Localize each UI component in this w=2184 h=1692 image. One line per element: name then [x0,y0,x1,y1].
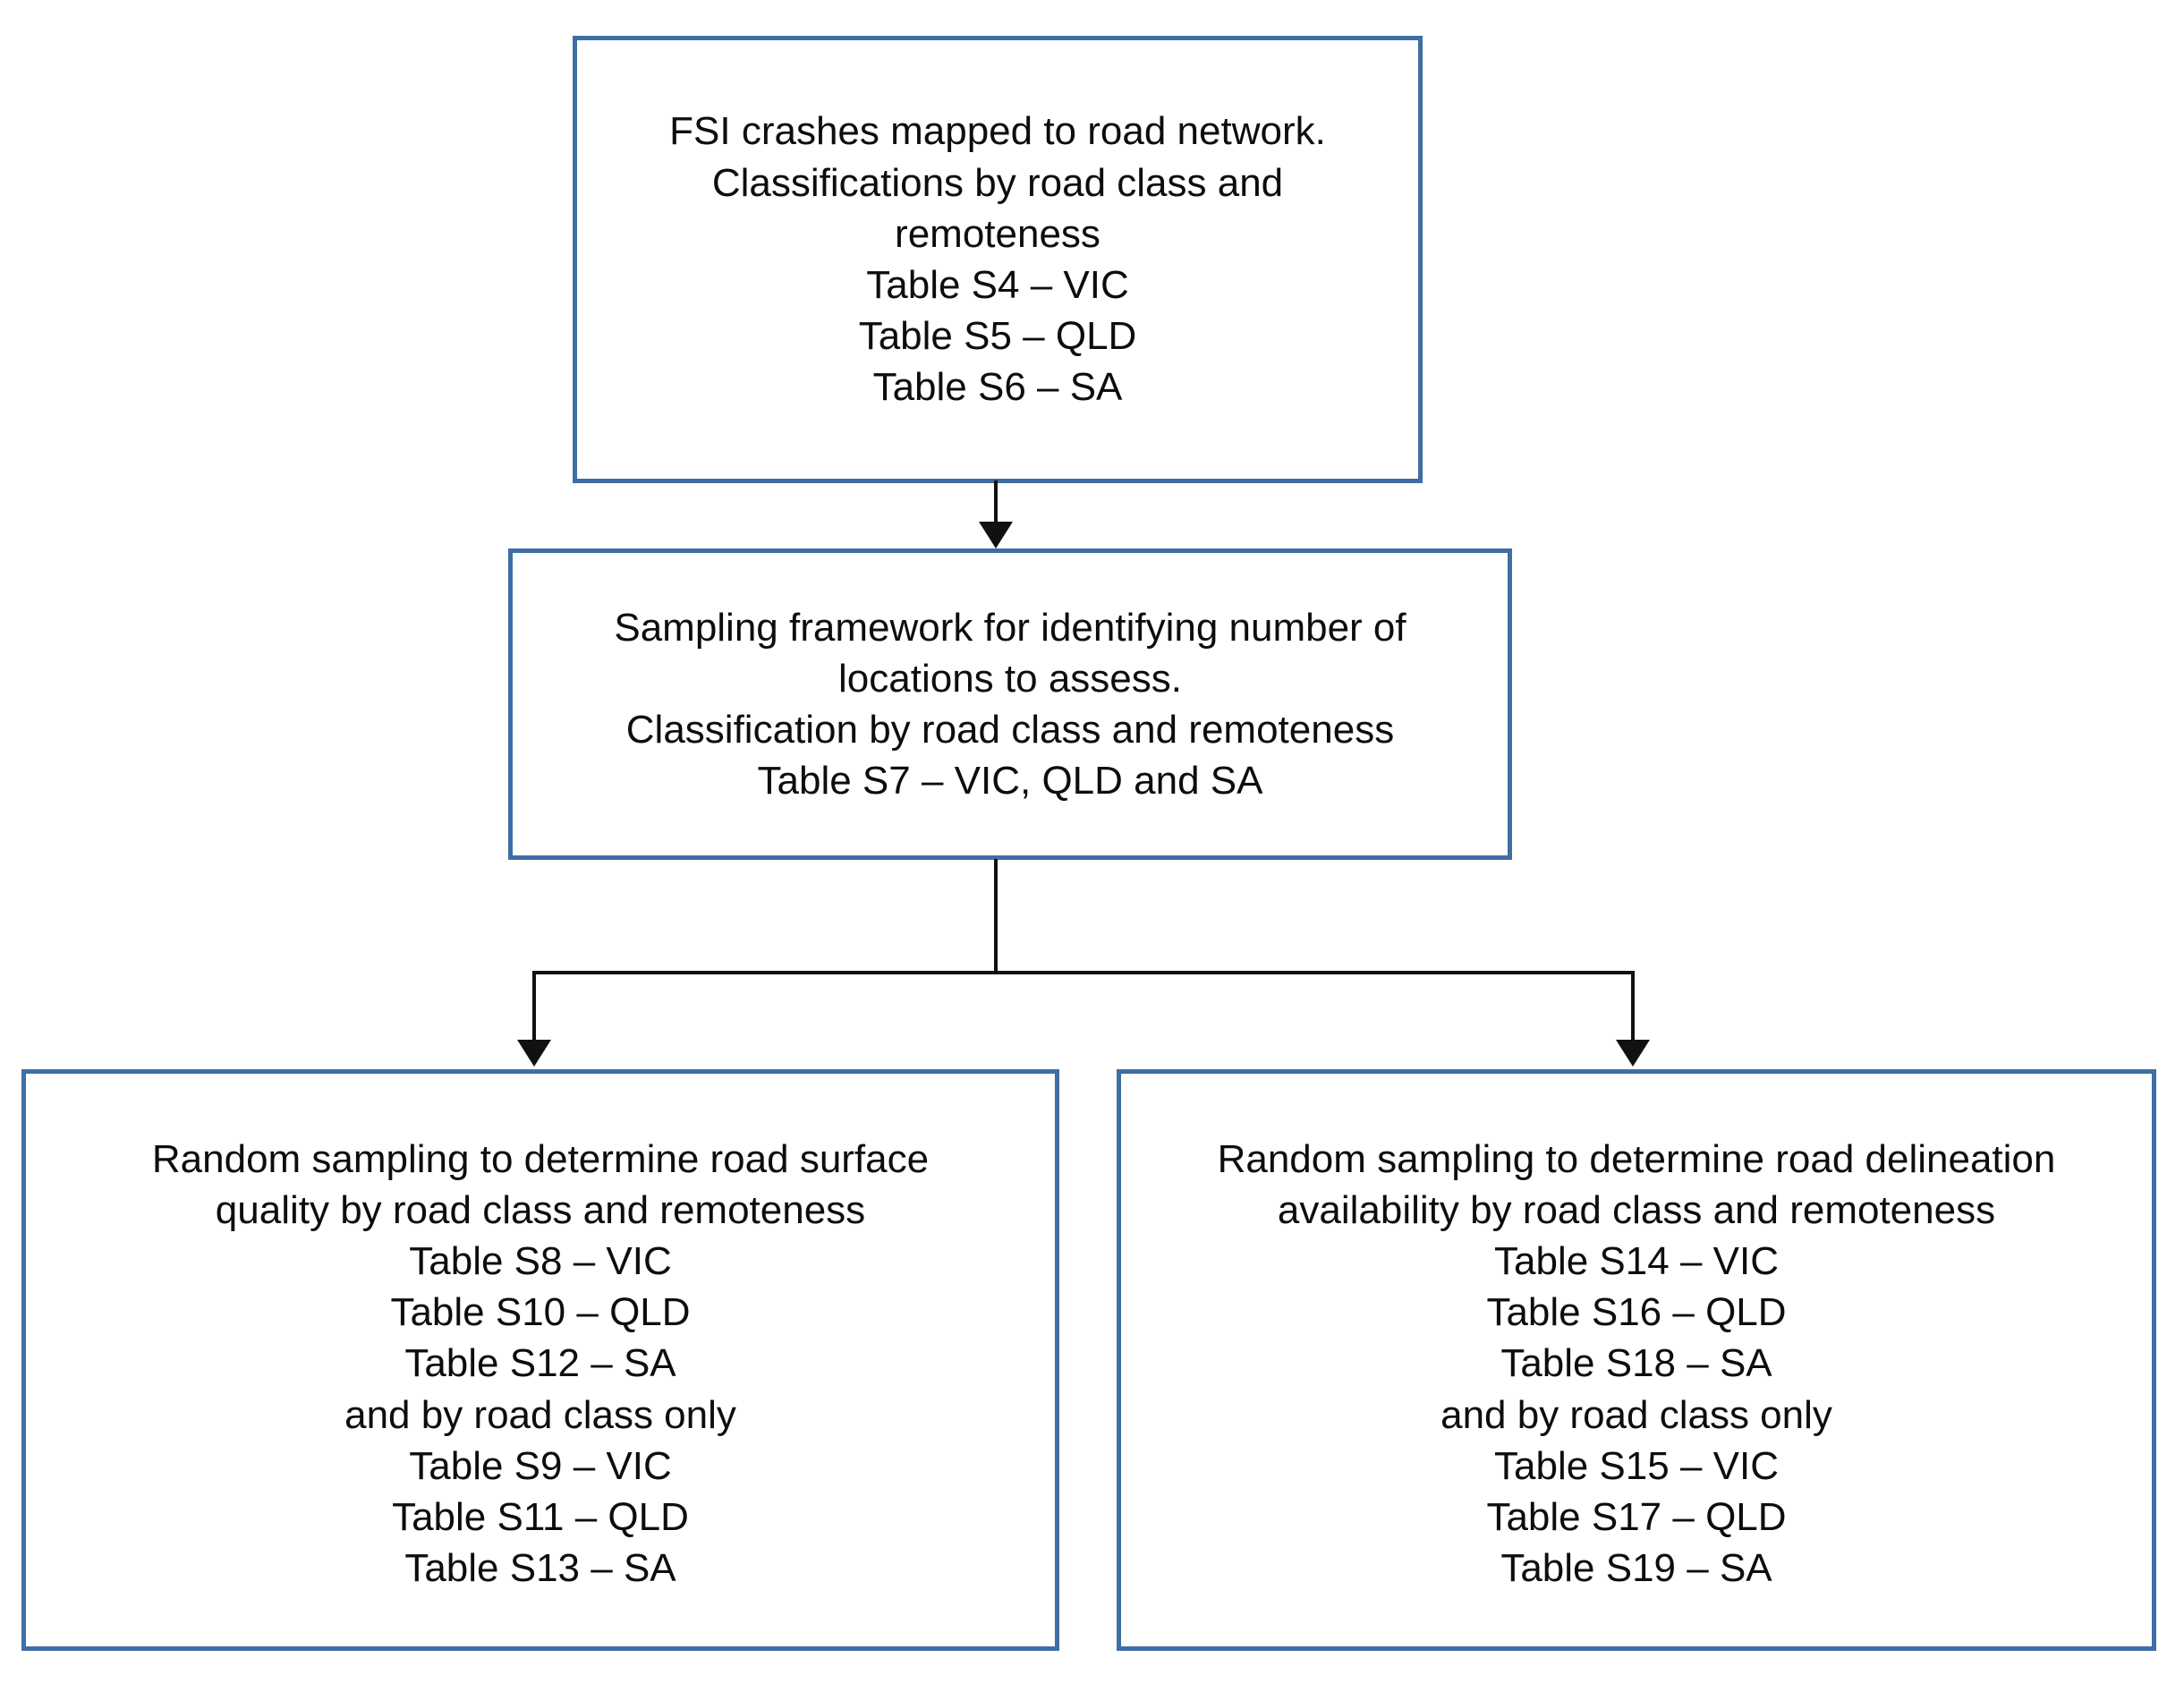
box-line: Random sampling to determine road deline… [1217,1136,2056,1181]
box-line: and by road class only [344,1392,736,1437]
box-line: Classification by road class and remoten… [625,708,1395,752]
connector-line-branch-bar [532,971,1635,974]
box-line: Table S9 – VIC [409,1443,672,1488]
box-line: Table S7 – VIC, QLD and SA [757,759,1263,803]
connector-line-branch-right [1631,971,1635,1042]
box-line: Table S10 – QLD [390,1290,691,1335]
flow-box-road-surface-quality: Random sampling to determine road surfac… [21,1069,1059,1651]
box-line: Table S11 – QLD [392,1494,689,1539]
box-line: and by road class only [1440,1392,1832,1437]
box-line: Table S19 – SA [1500,1546,1772,1591]
box-line: Table S6 – SA [872,365,1123,410]
box-line: Table S15 – VIC [1494,1443,1779,1488]
box-line: Table S18 – SA [1500,1341,1772,1386]
box-line: Table S14 – VIC [1494,1239,1779,1284]
connector-line-fsi-to-sampling [994,480,998,523]
arrow-head-icon [1616,1040,1650,1067]
flow-box-sampling-framework: Sampling framework for identifying numbe… [508,548,1512,860]
box-line: remoteness [895,211,1100,256]
box-line: FSI crashes mapped to road network. [669,109,1326,154]
box-line: Random sampling to determine road surfac… [151,1136,930,1181]
box-line: Table S5 – QLD [858,314,1137,359]
box-line: Table S13 – SA [404,1546,676,1591]
arrow-head-icon [517,1040,551,1067]
box-line: quality by road class and remoteness [215,1187,866,1232]
box-line: locations to assess. [838,656,1182,701]
box-line: availability by road class and remotenes… [1277,1187,1996,1232]
connector-line-sampling-stem [994,859,998,974]
box-line: Classifications by road class and [711,160,1284,205]
flow-box-road-delineation-availability: Random sampling to determine road deline… [1117,1069,2156,1651]
arrow-head-icon [979,522,1013,548]
box-line: Table S8 – VIC [409,1239,672,1284]
flow-box-fsi-crashes: FSI crashes mapped to road network. Clas… [573,36,1423,483]
box-line: Table S17 – QLD [1486,1494,1787,1539]
box-line: Sampling framework for identifying numbe… [614,605,1406,650]
box-line: Table S16 – QLD [1486,1290,1787,1335]
box-line: Table S12 – SA [404,1341,676,1386]
box-line: Table S4 – VIC [866,263,1129,307]
connector-line-branch-left [532,971,536,1042]
